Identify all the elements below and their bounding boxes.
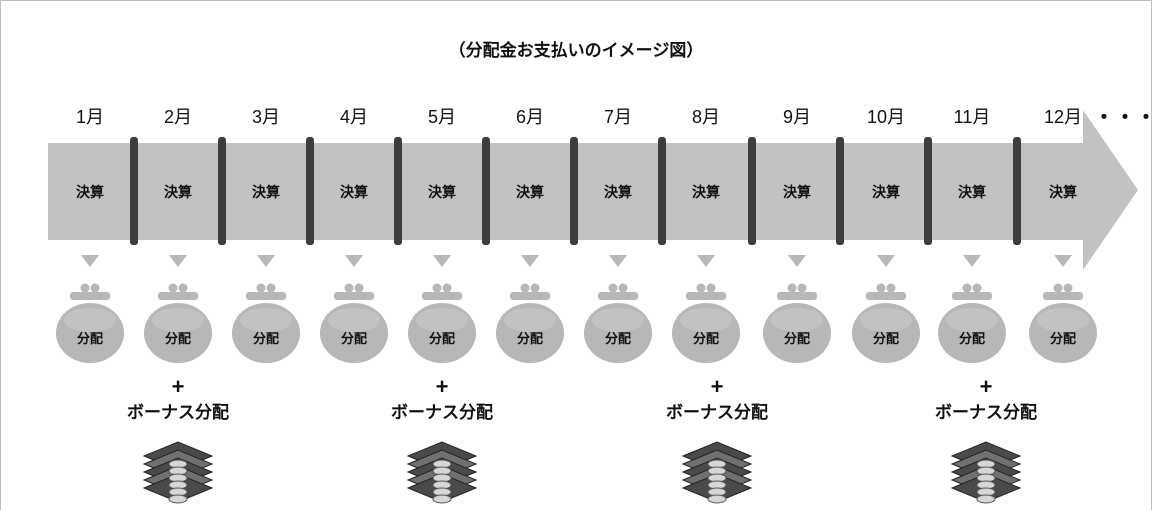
money-stack-icon — [681, 441, 753, 504]
distribution-label: 分配 — [604, 331, 631, 346]
bonus-distribution-label: ボーナス分配 — [935, 403, 1037, 422]
month-label: 9月 — [782, 107, 811, 127]
month-label: 2月 — [163, 107, 192, 127]
down-triangle-icon — [81, 255, 99, 267]
segment-divider — [924, 137, 932, 245]
plus-sign: + — [435, 374, 449, 399]
settlement-label: 決算 — [872, 184, 900, 200]
month-label: 7月 — [603, 107, 632, 127]
down-triangle-icon — [169, 255, 187, 267]
distribution-label: 分配 — [783, 331, 810, 346]
purse-icon — [144, 283, 212, 363]
distribution-label: 分配 — [428, 331, 455, 346]
down-triangle-icon — [1054, 255, 1072, 267]
segment-divider — [1013, 137, 1021, 245]
down-triangle-icon — [433, 255, 451, 267]
settlement-label: 決算 — [252, 184, 280, 200]
settlement-label: 決算 — [1049, 184, 1077, 200]
money-stack-icon — [142, 441, 214, 504]
segment-divider — [218, 137, 226, 245]
segment-divider — [748, 137, 756, 245]
purse-icon — [56, 283, 124, 363]
down-triangle-icon — [609, 255, 627, 267]
settlement-label: 決算 — [604, 184, 632, 200]
bonus-distribution-label: ボーナス分配 — [127, 403, 229, 422]
down-triangle-icon — [345, 255, 363, 267]
settlement-label: 決算 — [340, 184, 368, 200]
settlement-label: 決算 — [958, 184, 986, 200]
diagram-title: （分配金お支払いのイメージ図） — [448, 41, 704, 60]
distribution-label: 分配 — [340, 331, 367, 346]
month-label: 5月 — [427, 107, 456, 127]
purse-icon — [938, 283, 1006, 363]
money-stack-icon — [406, 441, 478, 504]
distribution-label: 分配 — [872, 331, 899, 346]
segment-divider — [482, 137, 490, 245]
plus-sign: + — [710, 374, 724, 399]
month-label: 8月 — [691, 107, 720, 127]
money-stack-icon — [950, 441, 1022, 504]
bonus-distribution-label: ボーナス分配 — [391, 403, 493, 422]
continuation-ellipsis: ・・・ — [1094, 107, 1152, 129]
purse-icon — [1029, 283, 1097, 363]
month-label: 11月 — [953, 107, 991, 127]
settlement-label: 決算 — [428, 184, 456, 200]
purse-icon — [852, 283, 920, 363]
down-triangle-icon — [788, 255, 806, 267]
segment-divider — [658, 137, 666, 245]
month-label: 3月 — [251, 107, 280, 127]
settlement-label: 決算 — [692, 184, 720, 200]
settlement-label: 決算 — [76, 184, 104, 200]
purse-icon — [763, 283, 831, 363]
down-triangle-icon — [521, 255, 539, 267]
plus-sign: + — [171, 374, 185, 399]
purse-icon — [320, 283, 388, 363]
distribution-label: 分配 — [692, 331, 719, 346]
down-triangle-icon — [697, 255, 715, 267]
plus-sign: + — [979, 374, 993, 399]
down-triangle-icon — [257, 255, 275, 267]
purse-icon — [496, 283, 564, 363]
segment-divider — [306, 137, 314, 245]
month-label: 4月 — [339, 107, 368, 127]
down-triangle-icon — [963, 255, 981, 267]
distribution-label: 分配 — [164, 331, 191, 346]
purse-icon — [672, 283, 740, 363]
segment-divider — [394, 137, 402, 245]
month-label: 6月 — [515, 107, 544, 127]
settlement-label: 決算 — [164, 184, 192, 200]
segment-divider — [570, 137, 578, 245]
distribution-label: 分配 — [252, 331, 279, 346]
purse-icon — [408, 283, 476, 363]
purse-icon — [584, 283, 652, 363]
distribution-label: 分配 — [516, 331, 543, 346]
distribution-label: 分配 — [958, 331, 985, 346]
month-label: 1月 — [75, 107, 104, 127]
segment-divider — [836, 137, 844, 245]
month-label: 10月 — [866, 107, 906, 127]
down-triangle-icon — [877, 255, 895, 267]
timeline-arrow-shape — [48, 110, 1138, 270]
purse-icon — [232, 283, 300, 363]
distribution-label: 分配 — [76, 331, 103, 346]
month-label: 12月 — [1043, 107, 1083, 127]
settlement-label: 決算 — [516, 184, 544, 200]
segment-divider — [130, 137, 138, 245]
distribution-label: 分配 — [1049, 331, 1076, 346]
settlement-label: 決算 — [783, 184, 811, 200]
bonus-distribution-label: ボーナス分配 — [666, 403, 768, 422]
